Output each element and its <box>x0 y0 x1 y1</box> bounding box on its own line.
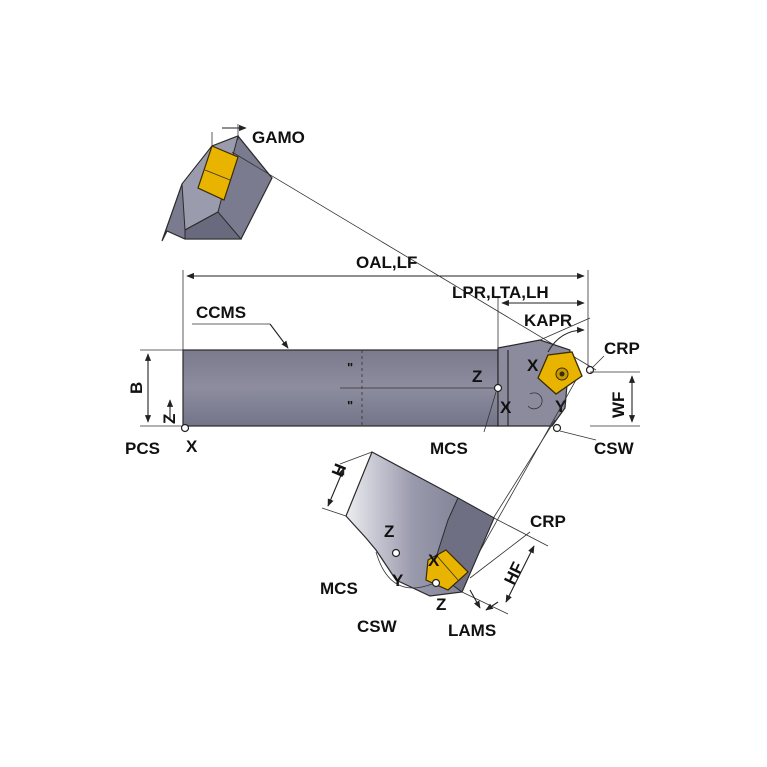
bottom-z-axis-1: Z <box>384 522 394 541</box>
crp-bottom-label: CRP <box>530 512 566 531</box>
crp-top-point <box>585 365 595 375</box>
clamp-arc <box>527 392 543 410</box>
mcs-bottom-label: MCS <box>320 579 358 598</box>
top-view-insert-edge <box>204 169 231 181</box>
main-insert-screw-center <box>559 371 565 377</box>
mcs-top-x-axis: X <box>500 398 512 417</box>
top-view-bottom-face <box>184 211 243 240</box>
ccms-label: CCMS <box>196 303 246 322</box>
lams-arrow-2 <box>485 601 499 611</box>
top-view-insert <box>197 145 239 201</box>
gamo-label: GAMO <box>252 128 305 147</box>
top-view-group: GAMO <box>161 124 597 371</box>
ccms-leader <box>269 323 289 349</box>
mcs-top-leader <box>483 391 497 433</box>
ditto-mark-2: " <box>347 398 353 413</box>
pcs-label: PCS <box>125 439 160 458</box>
crp-bottom-leader <box>469 531 531 579</box>
mcs-bottom-point <box>391 548 401 558</box>
wf-label: WF <box>609 392 628 418</box>
lams-label: LAMS <box>448 621 496 640</box>
crp-x-axis: X <box>527 356 539 375</box>
crp-top-leader <box>591 355 605 369</box>
bottom-y-axis: Y <box>392 571 404 590</box>
kapr-ref-line <box>539 317 591 341</box>
ditto-mark-1: " <box>347 360 353 375</box>
csw-top-label: CSW <box>594 439 635 458</box>
pcs-point <box>180 423 190 433</box>
bottom-view-group: H Z X Y MCS CSW Z CRP HF LAMS <box>320 451 566 640</box>
hf-ext-top <box>493 517 549 547</box>
csw-top-leader <box>559 430 597 441</box>
mcs-top-point <box>493 383 503 393</box>
mcs-top-z-axis: Z <box>472 367 482 386</box>
csw-bottom-point <box>431 578 441 588</box>
pcs-z-axis: Z <box>160 414 179 424</box>
h-ext-top <box>339 451 373 465</box>
lpr-lta-lh-label: LPR,LTA,LH <box>452 283 549 302</box>
gamo-projection-line <box>231 151 597 371</box>
crp-top-label: CRP <box>604 339 640 358</box>
bottom-insert-edge <box>436 555 459 581</box>
main-view-group: " " OAL,LF LPR,LTA,LH KAPR CCMS CRP X Y … <box>125 253 640 458</box>
hf-label: HF <box>501 559 528 588</box>
h-label: H <box>328 461 350 480</box>
h-ext-bottom <box>321 507 347 517</box>
oal-lf-label: OAL,LF <box>356 253 417 272</box>
csw-bottom-label: CSW <box>357 617 398 636</box>
h-dimension-line <box>327 467 345 507</box>
hf-dimension-line <box>505 545 535 603</box>
hf-ext-bottom <box>461 591 509 615</box>
b-label: B <box>127 382 146 394</box>
csw-bottom-leader <box>375 551 433 589</box>
kapr-label: KAPR <box>524 311 572 330</box>
csw-top-point <box>552 423 562 433</box>
mcs-top-label: MCS <box>430 439 468 458</box>
bottom-x-axis: X <box>428 551 440 570</box>
pcs-x-axis: X <box>186 437 198 456</box>
lams-arrow <box>469 589 481 609</box>
kapr-arc <box>547 326 585 353</box>
bottom-z-axis-2: Z <box>436 595 446 614</box>
